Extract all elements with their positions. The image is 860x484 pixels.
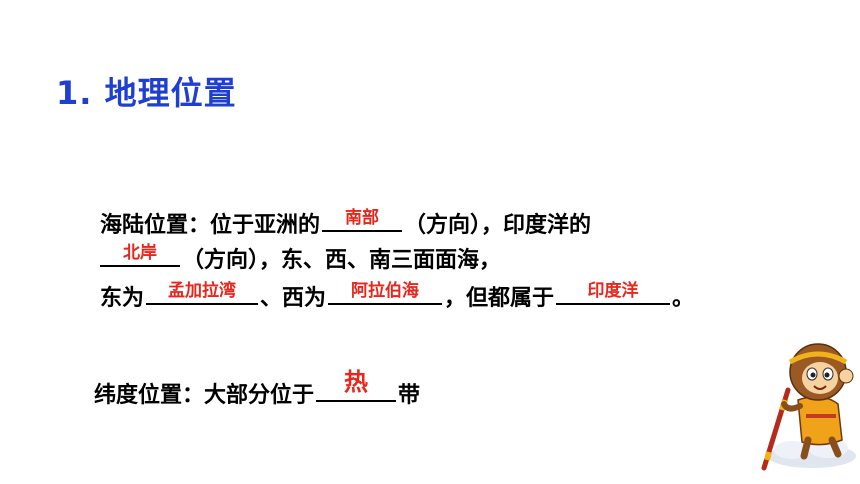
answer-text: 热	[344, 368, 369, 396]
answer-blank: 热	[316, 370, 397, 402]
answer-blank: 北岸	[100, 241, 180, 267]
answer-text: 印度洋	[587, 281, 639, 301]
page-title: 1. 地理位置	[56, 74, 237, 112]
answer-blank: 南部	[322, 206, 403, 232]
answer-text: 孟加拉湾	[168, 281, 237, 301]
monkey-king-icon	[761, 343, 856, 471]
answer-blank: 孟加拉湾	[146, 279, 259, 305]
answer-text: 北岸	[123, 243, 157, 263]
sea-land-line-1: 海陆位置：位于亚洲的南部（方向），印度洋的	[100, 206, 592, 238]
answer-text: 南部	[345, 208, 380, 228]
sea-land-line-2: 北岸（方向），东、西、南三面面海，	[100, 241, 501, 276]
answer-blank: 阿拉伯海	[328, 279, 443, 305]
sea-land-line-3: 东为孟加拉湾、西为阿拉伯海，但都属于印度洋。	[100, 279, 695, 311]
answer-blank: 印度洋	[556, 279, 671, 305]
latitude-line: 纬度位置：大部分位于热带	[94, 368, 421, 408]
answer-text: 阿拉伯海	[351, 281, 420, 301]
